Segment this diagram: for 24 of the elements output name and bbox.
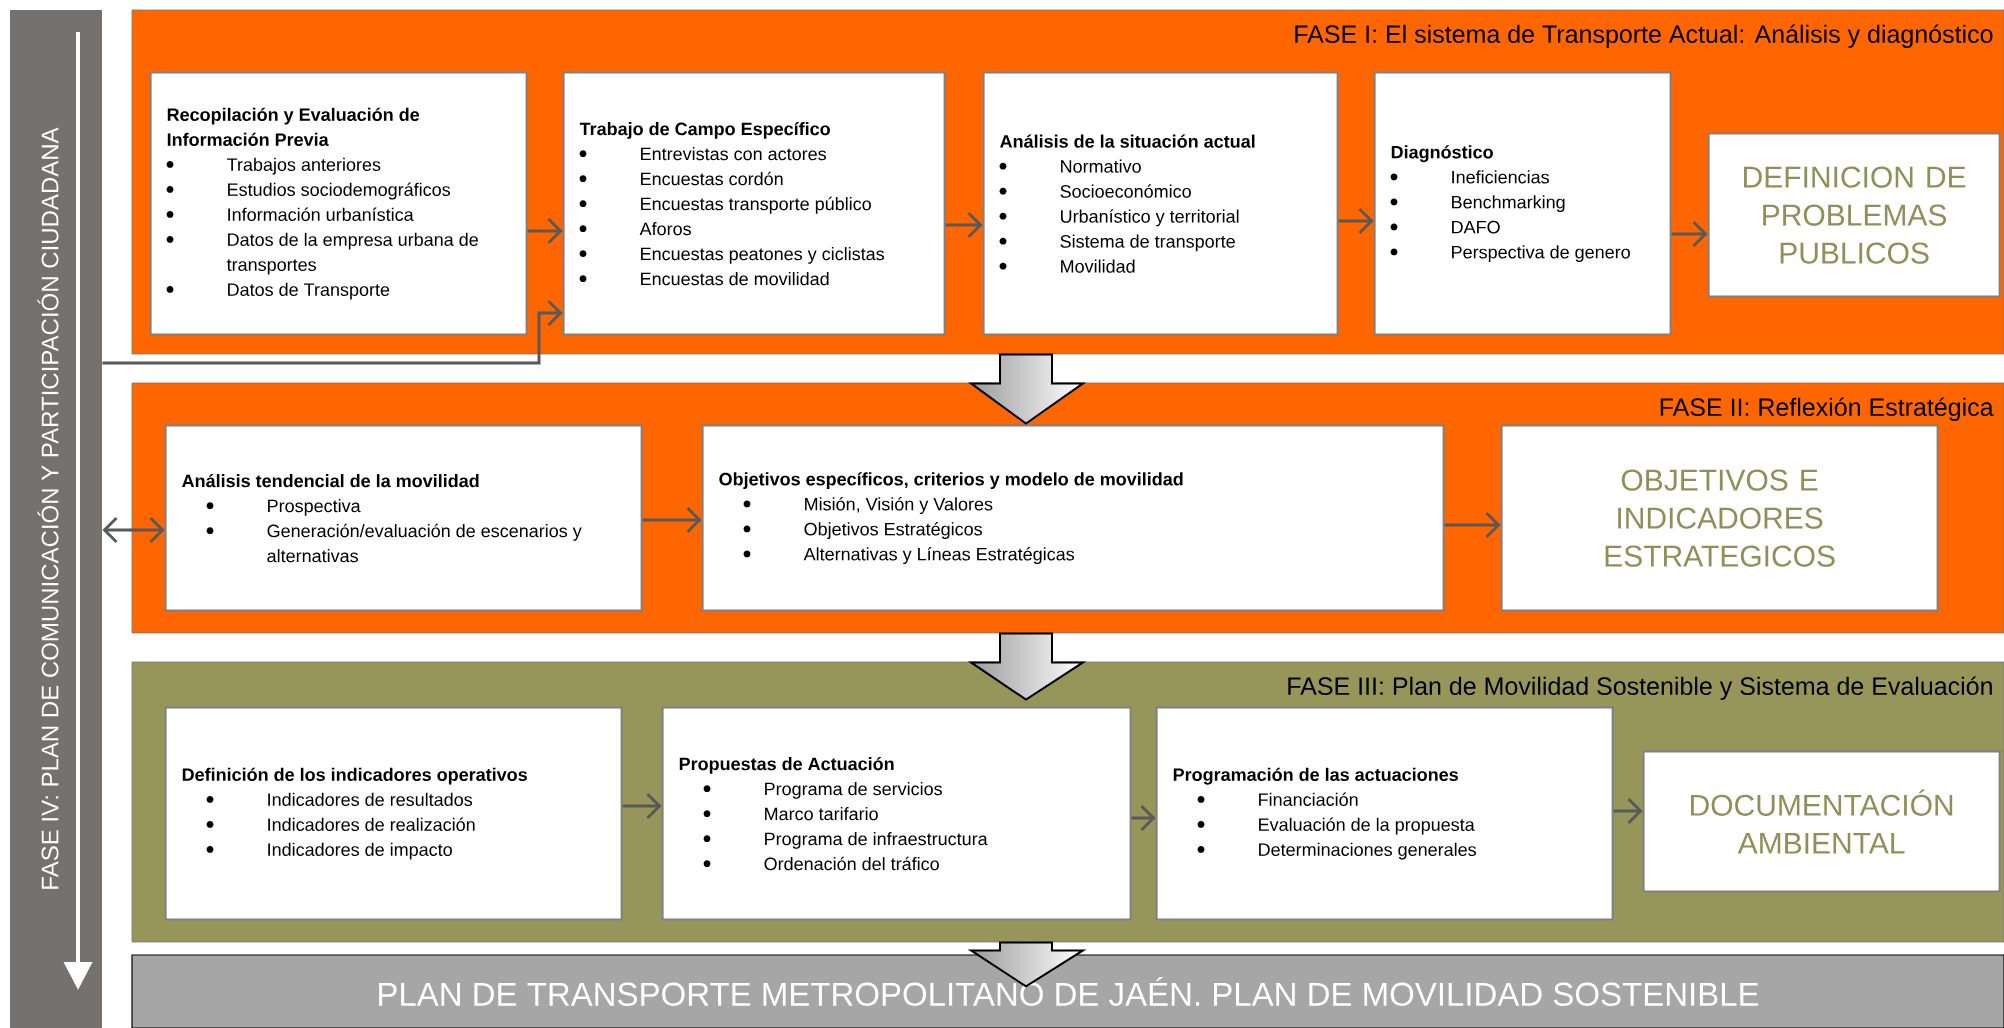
process-box: Objetivos específicos, criterios y modelo de movilidad Misión, Visión y Valores Objetivos Estratégicos Alternativas y Líneas Estratégicas xyxy=(701,424,1445,612)
arrow xyxy=(1613,797,1643,825)
arrow xyxy=(945,211,983,239)
process-box: Trabajo de Campo Específico Entrevistas con actores Encuestas cordón Encuestas transporte público Aforos Encuestas peatones y ciclistas Encuestas de movilidad xyxy=(562,71,946,336)
arrow xyxy=(102,299,563,365)
arrow xyxy=(642,506,702,534)
process-box: Análisis tendencial de la movilidad Prospectiva Generación/evaluación de escenarios y alternativas xyxy=(164,424,643,612)
arrow xyxy=(1671,220,1708,248)
process-box: Análisis de la situación actual Normativo Socioeconómico Urbanístico y territorial Sistema de transporte Movilidad xyxy=(982,71,1339,336)
result-bar: PLAN DE TRANSPORTE METROPOLITANO DE JAÉN. PLAN DE MOVILIDAD SOSTENIBLE xyxy=(131,954,2004,1028)
arrow xyxy=(1338,207,1374,235)
arrow xyxy=(1444,511,1501,539)
result-box: DOCUMENTACIÓN AMBIENTAL xyxy=(1642,750,2001,893)
process-box: Definición de los indicadores operativos Indicadores de resultados Indicadores de realización Indicadores de impacto xyxy=(164,706,623,921)
result-box: DEFINICION DE PROBLEMAS PUBLICOS xyxy=(1707,132,2001,298)
result-box: OBJETIVOS E INDICADORES ESTRATEGICOS xyxy=(1500,424,1939,612)
arrow xyxy=(527,217,563,245)
arrow xyxy=(622,792,662,820)
process-box: Propuestas de Actuación Programa de servicios Marco tarifario Programa de infraestructura Ordenación del tráfico xyxy=(661,706,1132,921)
process-box: Diagnóstico Ineficiencias Benchmarking DAFO Perspectiva de genero xyxy=(1373,71,1672,336)
side-band: FASE IV: PLAN DE COMUNICACIÓN Y PARTICIPACIÓN CIUDADANA xyxy=(10,10,102,1028)
process-box: Programación de las actuaciones Financiación Evaluación de la propuesta Determinaciones generales xyxy=(1155,706,1614,921)
double-arrow xyxy=(102,516,165,544)
process-box: Recopilación y Evaluación de Información Previa Trabajos anteriores Estudios sociodemográficos Información urbanística Datos de la empresa urbana de transportes Datos de Transporte xyxy=(149,71,528,336)
